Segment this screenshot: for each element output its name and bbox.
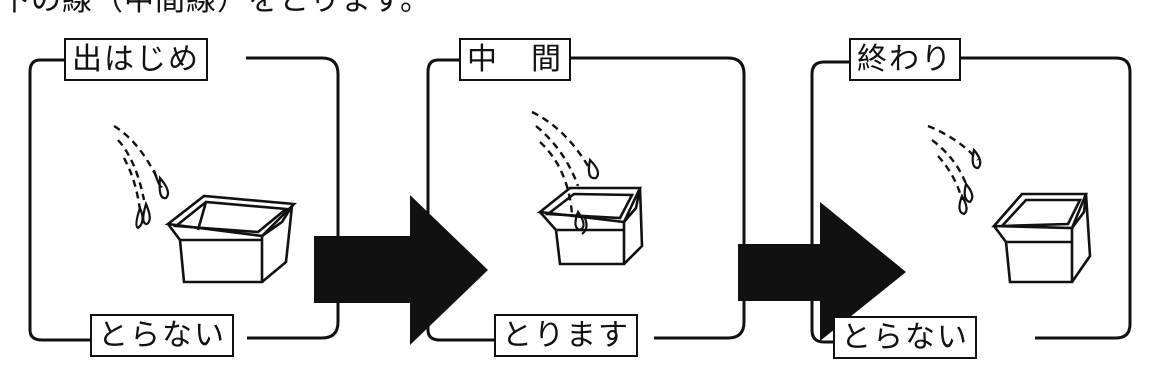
- panel-2-frame: [426, 56, 746, 342]
- panel-1-droplets: [135, 169, 170, 230]
- panel-3-title: 終わり: [849, 38, 961, 81]
- arrow-2: [738, 202, 906, 341]
- panel-1-drops: [113, 124, 160, 211]
- panel-3-droplets: [958, 147, 982, 216]
- panel-1-title: 出はじめ: [64, 38, 208, 81]
- panel-1-bottom-label: とらない: [90, 314, 234, 357]
- panel-3-box: [991, 192, 1092, 284]
- panel-2-droplets: [574, 157, 600, 235]
- panel-1-box: [164, 194, 297, 284]
- panel-2-drops: [531, 110, 590, 215]
- instruction-text: 下の線（中間線）をとります。: [0, 0, 431, 18]
- panel-3-frame: [810, 56, 1132, 344]
- panel-3-drops: [927, 124, 979, 201]
- panel-2-title: 中 間: [459, 38, 571, 81]
- panel-2-bottom-label: とります: [494, 314, 638, 357]
- arrow-1: [314, 195, 488, 345]
- panel-3-bottom-label: とらない: [833, 316, 977, 359]
- panel-1-frame: [28, 56, 340, 342]
- panel-2-box: [536, 186, 644, 266]
